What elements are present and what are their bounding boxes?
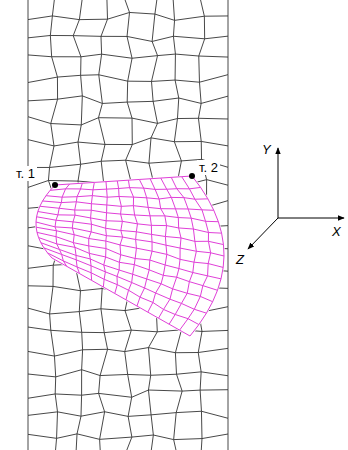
axis-triad [248,148,344,249]
axis-label: X [332,224,341,239]
axis-label: Y [262,142,271,157]
x-axis [278,218,344,219]
point-label: т. 1 [14,166,37,181]
point-marker [52,182,58,188]
weld-mesh [36,176,224,336]
axis-label: Z [236,252,244,267]
point-marker [189,173,195,179]
y-axis [278,148,279,218]
base-metal-mesh [28,0,228,450]
weld-region-ground [36,176,224,336]
z-axis [248,218,278,249]
point-label: т. 2 [197,160,220,175]
